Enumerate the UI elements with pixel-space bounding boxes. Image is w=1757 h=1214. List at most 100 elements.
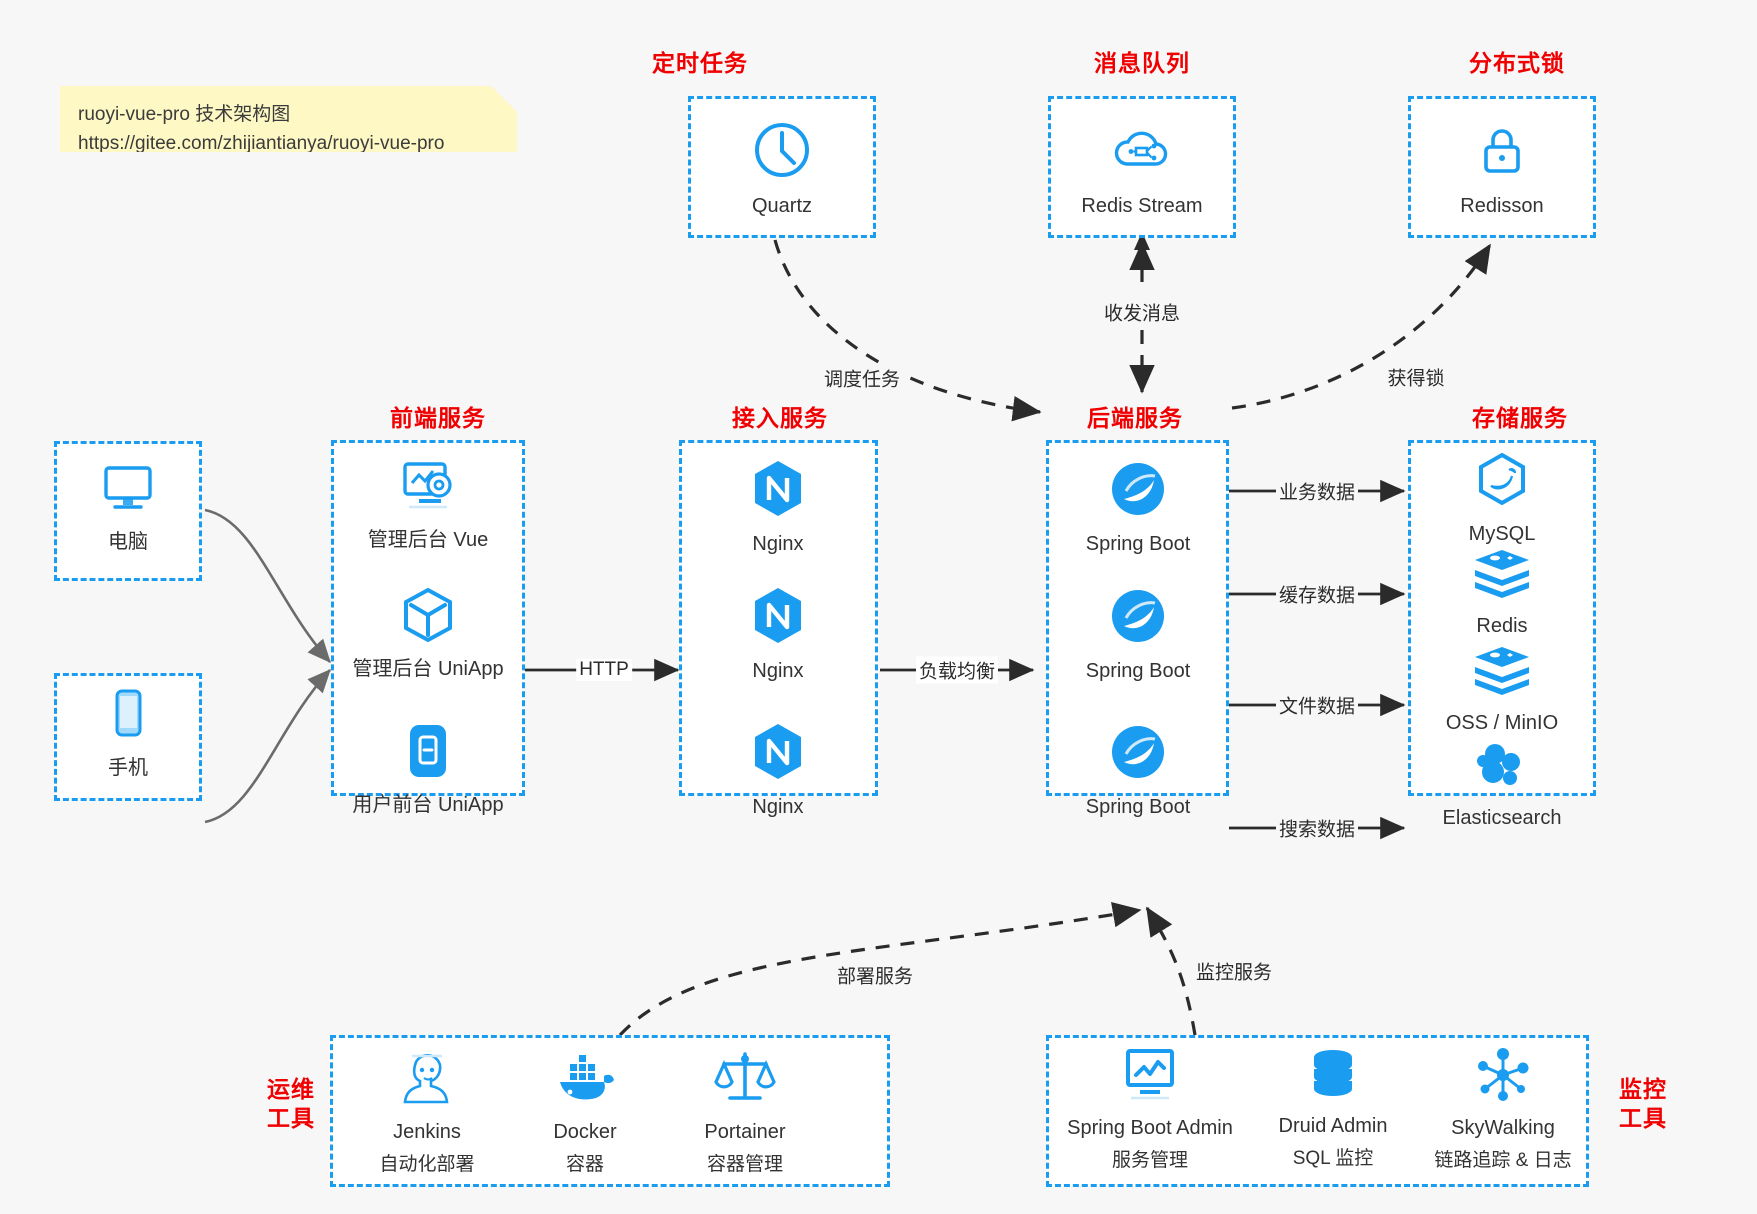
group-title-backend: 后端服务 (1087, 405, 1183, 431)
cloud-stream-icon (1110, 118, 1174, 187)
node-label: 管理后台 UniApp (352, 658, 504, 680)
desktop-computer-icon (98, 460, 158, 523)
padlock-icon (1470, 118, 1534, 187)
node-label: 用户前台 UniApp (352, 794, 504, 816)
node-spring-boot-3[interactable]: Spring Boot (1048, 721, 1228, 821)
node-nginx-2[interactable]: Nginx (688, 585, 868, 685)
group-box-message-queue (1048, 96, 1236, 238)
docker-whale-icon (552, 1046, 618, 1113)
node-label: Redis Stream (1081, 195, 1203, 217)
node-redisson[interactable]: Redisson (1432, 118, 1572, 220)
node-desc: SQL 监控 (1292, 1147, 1374, 1169)
monitor-title-line-1: 监控 (1619, 1076, 1667, 1102)
spring-boot-icon (1107, 458, 1169, 525)
node-label: Spring Boot (1085, 533, 1191, 555)
node-quartz[interactable]: Quartz (712, 118, 852, 220)
node-oss-minio[interactable]: OSS / MinIO (1412, 645, 1592, 737)
node-user-uniapp[interactable]: 用户前台 UniApp (338, 721, 518, 819)
elasticsearch-icon (1473, 740, 1531, 799)
node-label: Nginx (752, 660, 804, 682)
group-title-devops: 运维 工具 (258, 1075, 324, 1133)
note-line-2: https://gitee.com/zhijiantianya/ruoyi-vu… (78, 133, 445, 155)
note-line-1: ruoyi-vue-pro 技术架构图 (78, 104, 291, 125)
devops-title-line-1: 运维 (267, 1076, 315, 1102)
node-nginx-3[interactable]: Nginx (688, 721, 868, 821)
edge-label-deploy-service: 部署服务 (833, 961, 917, 989)
node-label: Spring Boot (1085, 796, 1191, 818)
group-title-monitor: 监控 工具 (1610, 1075, 1676, 1133)
node-spring-boot-1[interactable]: Spring Boot (1048, 458, 1228, 558)
database-stack-icon (1304, 1046, 1362, 1107)
node-label: Redis (1476, 615, 1528, 637)
edge-label-search-data: 搜索数据 (1275, 814, 1359, 842)
client-box-desktop (54, 441, 202, 581)
node-jenkins[interactable]: Jenkins 自动化部署 (347, 1046, 507, 1177)
node-name: Druid Admin (1278, 1115, 1388, 1137)
node-desc: 链路追踪 & 日志 (1434, 1149, 1572, 1171)
edge-label-load-balance: 负载均衡 (915, 656, 999, 684)
node-label: OSS / MinIO (1445, 712, 1559, 734)
group-box-storage (1408, 440, 1596, 796)
node-admin-vue[interactable]: 管理后台 Vue (338, 458, 518, 554)
group-title-storage: 存储服务 (1472, 405, 1568, 431)
nginx-icon (748, 458, 808, 525)
group-title-gateway: 接入服务 (732, 405, 828, 431)
cube-icon (397, 585, 459, 650)
node-label: Redisson (1460, 195, 1544, 217)
node-label: Spring Boot (1085, 660, 1191, 682)
edge-label-file-data: 文件数据 (1275, 691, 1359, 719)
spring-boot-icon (1107, 585, 1169, 652)
node-spring-boot-admin[interactable]: Spring Boot Admin 服务管理 (1055, 1046, 1245, 1173)
diagram-note: ruoyi-vue-pro 技术架构图 https://gitee.com/zh… (60, 86, 517, 152)
node-docker[interactable]: Docker 容器 (505, 1046, 665, 1177)
node-name: Portainer (704, 1121, 786, 1143)
edge-label-business-data: 业务数据 (1275, 477, 1359, 505)
node-portainer[interactable]: Portainer 容器管理 (665, 1046, 825, 1177)
edge-label-http: HTTP (576, 659, 632, 681)
node-druid-admin[interactable]: Druid Admin SQL 监控 (1248, 1046, 1418, 1171)
group-box-distributed-lock (1408, 96, 1596, 238)
node-label: 手机 (108, 757, 148, 779)
node-elasticsearch[interactable]: Elasticsearch (1412, 740, 1592, 832)
network-nodes-icon (1474, 1046, 1532, 1109)
node-label: MySQL (1468, 523, 1536, 545)
edge-label-acquire-lock: 获得锁 (1384, 363, 1448, 391)
node-mysql[interactable]: MySQL (1412, 452, 1592, 548)
node-admin-uniapp[interactable]: 管理后台 UniApp (338, 585, 518, 683)
node-nginx-1[interactable]: Nginx (688, 458, 868, 558)
group-title-distributed-lock: 分布式锁 (1469, 50, 1565, 76)
node-desktop-computer[interactable]: 电脑 (78, 460, 178, 556)
node-label: Elasticsearch (1442, 807, 1562, 829)
group-title-scheduled-task: 定时任务 (652, 50, 748, 76)
redis-stack-icon (1472, 645, 1532, 704)
node-label: 管理后台 Vue (367, 529, 489, 551)
node-redis[interactable]: Redis (1412, 548, 1592, 640)
node-desc: 容器管理 (706, 1153, 783, 1175)
node-skywalking[interactable]: SkyWalking 链路追踪 & 日志 (1418, 1046, 1588, 1173)
nginx-icon (748, 721, 808, 788)
edge-label-monitor-service: 监控服务 (1192, 957, 1276, 985)
mobile-app-icon (398, 721, 458, 786)
edge-label-cache-data: 缓存数据 (1275, 580, 1359, 608)
node-name: SkyWalking (1451, 1117, 1555, 1139)
group-box-devops (330, 1035, 890, 1187)
monitor-gear-icon (397, 458, 459, 521)
monitor-chart-icon (1119, 1046, 1181, 1109)
node-desc: 服务管理 (1111, 1149, 1188, 1171)
edge-label-send-receive-message: 收发消息 (1100, 298, 1184, 326)
node-mobile-phone[interactable]: 手机 (78, 686, 178, 782)
node-label: Nginx (752, 796, 804, 818)
nginx-icon (748, 585, 808, 652)
edge-label-schedule-task: 调度任务 (820, 364, 904, 392)
clock-icon (750, 118, 814, 187)
node-name: Jenkins (393, 1121, 461, 1143)
spring-boot-icon (1107, 721, 1169, 788)
redis-stack-icon (1472, 548, 1532, 607)
mysql-dolphin-icon (1473, 452, 1531, 515)
monitor-title-line-2: 工具 (1619, 1104, 1667, 1131)
node-spring-boot-2[interactable]: Spring Boot (1048, 585, 1228, 685)
group-box-scheduled-task (688, 96, 876, 238)
node-desc: 容器 (565, 1153, 604, 1175)
node-redis-stream[interactable]: Redis Stream (1072, 118, 1212, 220)
